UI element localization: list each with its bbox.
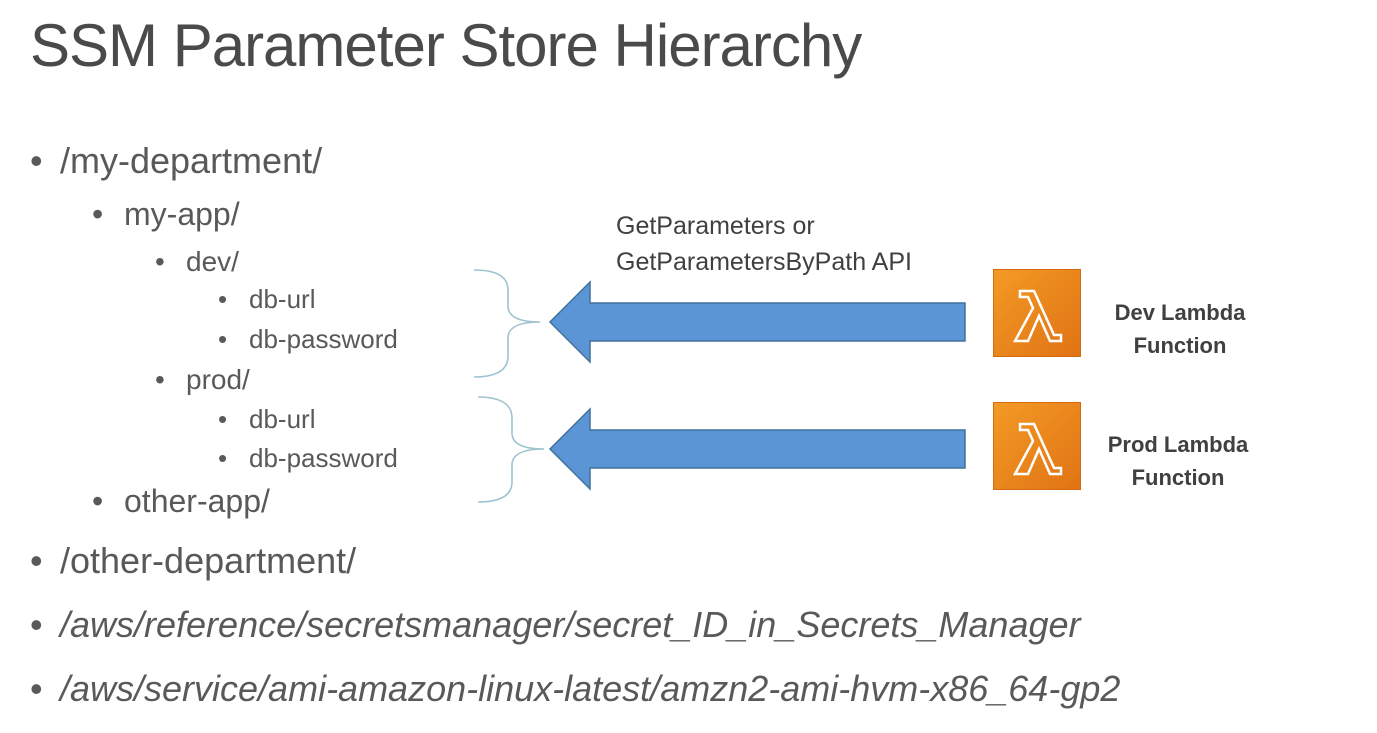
bullet: •	[30, 140, 43, 181]
list-item-other-app: • other-app/	[92, 483, 270, 520]
list-item-dev-db-password: • db-password	[218, 324, 398, 355]
list-item-label: db-password	[249, 443, 398, 473]
api-label-line2: GetParametersByPath API	[616, 248, 912, 276]
bullet: •	[218, 404, 228, 434]
bullet: •	[218, 443, 228, 473]
list-item-other-department: • /other-department/	[30, 540, 356, 582]
list-item-prod-db-password: • db-password	[218, 443, 398, 474]
list-item-dev-db-url: • db-url	[218, 284, 315, 315]
api-label-line1: GetParameters or	[616, 212, 815, 240]
list-item-label: db-password	[249, 324, 398, 354]
list-item-my-app: • my-app/	[92, 196, 240, 233]
list-item-prod-db-url: • db-url	[218, 404, 315, 435]
list-item-label: db-url	[249, 404, 316, 434]
bullet: •	[92, 483, 104, 519]
list-item-label: dev/	[186, 246, 239, 277]
lambda-icon	[1012, 289, 1063, 343]
list-item-dev: • dev/	[155, 246, 239, 278]
bullet: •	[155, 246, 165, 277]
list-item-my-department: • /my-department/	[30, 140, 322, 182]
list-item-label: /aws/service/ami-amazon-linux-latest/amz…	[60, 668, 1121, 709]
bullet: •	[30, 540, 43, 581]
dev-lambda-icon	[993, 269, 1081, 357]
bullet: •	[218, 284, 228, 314]
prod-lambda-label-line2: Function	[1131, 465, 1225, 490]
prod-lambda-label: Prod Lambda Function	[1093, 428, 1263, 494]
page-title: SSM Parameter Store Hierarchy	[30, 12, 862, 79]
dev-brace	[473, 269, 541, 378]
bullet: •	[30, 604, 43, 645]
list-item-label: other-app/	[124, 483, 270, 519]
list-item-ami-service-path: • /aws/service/ami-amazon-linux-latest/am…	[30, 668, 1120, 710]
bullet: •	[155, 364, 165, 395]
api-call-label: GetParameters or GetParametersByPath API	[616, 208, 912, 280]
list-item-label: prod/	[186, 364, 250, 395]
dev-lambda-label: Dev Lambda Function	[1095, 296, 1265, 362]
prod-arrow	[548, 407, 966, 491]
bullet: •	[218, 324, 228, 354]
list-item-label: /my-department/	[60, 140, 323, 181]
list-item-label: db-url	[249, 284, 316, 314]
dev-arrow	[548, 280, 966, 364]
list-item-label: /aws/reference/secretsmanager/secret_ID_…	[60, 604, 1081, 645]
prod-lambda-icon	[993, 402, 1081, 490]
list-item-prod: • prod/	[155, 364, 250, 396]
bullet: •	[30, 668, 43, 709]
list-item-label: /other-department/	[60, 540, 357, 581]
list-item-label: my-app/	[124, 196, 240, 232]
prod-lambda-label-line1: Prod Lambda	[1107, 432, 1249, 457]
lambda-icon	[1012, 422, 1063, 476]
dev-lambda-label-line1: Dev Lambda	[1114, 300, 1246, 325]
prod-brace	[477, 396, 545, 503]
dev-lambda-label-line2: Function	[1133, 333, 1227, 358]
bullet: •	[92, 196, 104, 232]
list-item-secretsmanager-reference: • /aws/reference/secretsmanager/secret_ID…	[30, 604, 1081, 646]
